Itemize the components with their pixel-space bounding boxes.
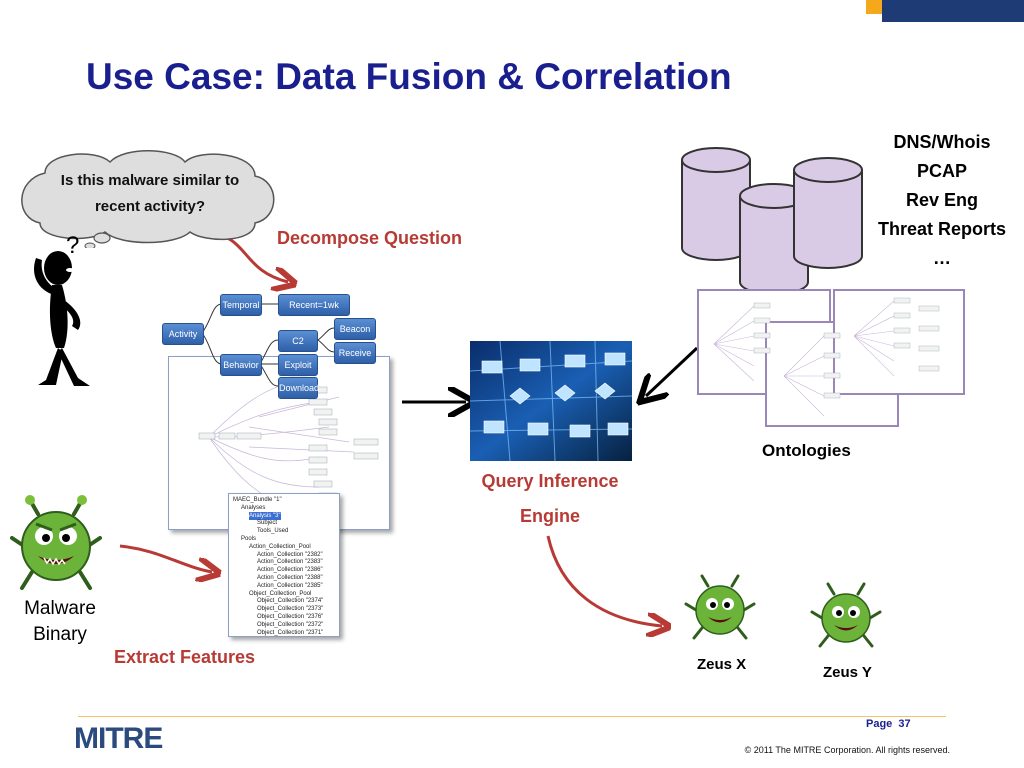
brand-bar	[882, 0, 1024, 22]
malware-label-line-1: Malware	[24, 598, 96, 619]
feature-tree-row: Action_Collection "2382"	[257, 551, 323, 558]
question-mark: ?	[66, 232, 80, 259]
feature-tree-row: Object_Collection "2376"	[257, 614, 324, 620]
feature-tree-row: Action_Collection_Pool	[249, 543, 311, 550]
engine-label-line-1: Query Inference	[481, 471, 619, 491]
node-download: Download	[278, 377, 319, 399]
query-inference-engine-label: Query Inference Engine	[450, 464, 650, 534]
node-c2: C2	[278, 330, 318, 352]
database-stack-icon	[681, 147, 863, 294]
copyright-notice: © 2011 The MITRE Corporation. All rights…	[744, 745, 950, 755]
zeus-y-bug-icon	[810, 582, 882, 648]
malware-binary-label: Malware Binary	[10, 596, 110, 648]
footer-rule	[78, 716, 946, 717]
node-receive: Receive	[334, 342, 376, 364]
feature-tree-row: Analyses	[241, 504, 266, 511]
mitre-logo: MITRE	[74, 722, 163, 755]
engine-label-line-2: Engine	[519, 506, 580, 526]
feature-tree-row: Action_Collection "2388"	[257, 575, 323, 581]
decompose-question-label: Decompose Question	[277, 228, 463, 248]
ontologies-to-engine-arrow	[646, 346, 699, 396]
feature-tree-row: Object_Collection "2372"	[257, 621, 324, 628]
ontology-screenshots	[697, 289, 965, 427]
zeus-x-bug-icon	[684, 574, 756, 640]
thought-cloud	[21, 150, 275, 248]
node-exploit: Exploit	[278, 354, 318, 376]
thinking-figure-icon	[34, 251, 90, 386]
feature-tree-row: Action_Collection "2383"	[257, 559, 323, 566]
data-source-list: DNS/Whois PCAP Rev Eng Threat Reports …	[866, 128, 1018, 273]
malware-label-line-2: Binary	[33, 624, 87, 645]
feature-tree-row: Action_Collection "2386"	[257, 567, 323, 574]
source-pcap: PCAP	[916, 161, 967, 181]
source-rev-eng: Rev Eng	[905, 190, 979, 210]
inference-engine-image	[470, 341, 632, 461]
source-ellipsis: …	[933, 248, 951, 268]
slide-title: Use Case: Data Fusion & Correlation	[86, 56, 732, 97]
source-dns-whois: DNS/Whois	[893, 132, 991, 152]
feature-tree-row: MAEC_Bundle "1"	[233, 497, 282, 503]
feature-tree-row: Subject	[257, 520, 278, 527]
node-beacon: Beacon	[334, 318, 376, 340]
node-behavior: Behavior	[220, 354, 262, 376]
page-label: Page	[866, 718, 893, 730]
feature-tree-row: Tools_Used	[257, 528, 289, 535]
thought-line-1: Is this malware similar to	[60, 172, 240, 189]
extract-arrow	[119, 544, 212, 572]
thought-text: Is this malware similar to recent activi…	[40, 168, 260, 220]
source-threat-reports: Threat Reports	[877, 219, 1007, 239]
feature-tree-row: Action_Collection "2385"	[257, 582, 323, 589]
node-recent: Recent=1wk	[278, 294, 350, 316]
engine-to-zeus-arrow	[546, 535, 662, 626]
feature-tree-row: Object_Collection "2371"	[257, 629, 324, 636]
malware-bug-icon	[10, 495, 102, 590]
page-number-value: 37	[898, 718, 911, 730]
zeus-y-label: Zeus Y	[823, 664, 872, 681]
node-temporal: Temporal	[220, 294, 262, 316]
feature-tree-row: Analysis "3"	[249, 511, 281, 520]
feature-tree-row: Object_Collection "2374"	[257, 598, 324, 605]
feature-tree-row: Object_Collection_Pool	[249, 590, 312, 597]
feature-tree-row: Object_Collection "2373"	[257, 606, 324, 613]
page-number: Page 37	[866, 718, 911, 730]
feature-tree-row: Pools	[241, 536, 257, 542]
ontologies-label: Ontologies	[762, 441, 851, 460]
node-activity: Activity	[162, 323, 204, 345]
zeus-x-label: Zeus X	[697, 656, 747, 673]
thought-line-2: recent activity?	[94, 198, 206, 215]
extract-features-label: Extract Features	[114, 647, 256, 667]
brand-accent-block	[866, 0, 882, 14]
